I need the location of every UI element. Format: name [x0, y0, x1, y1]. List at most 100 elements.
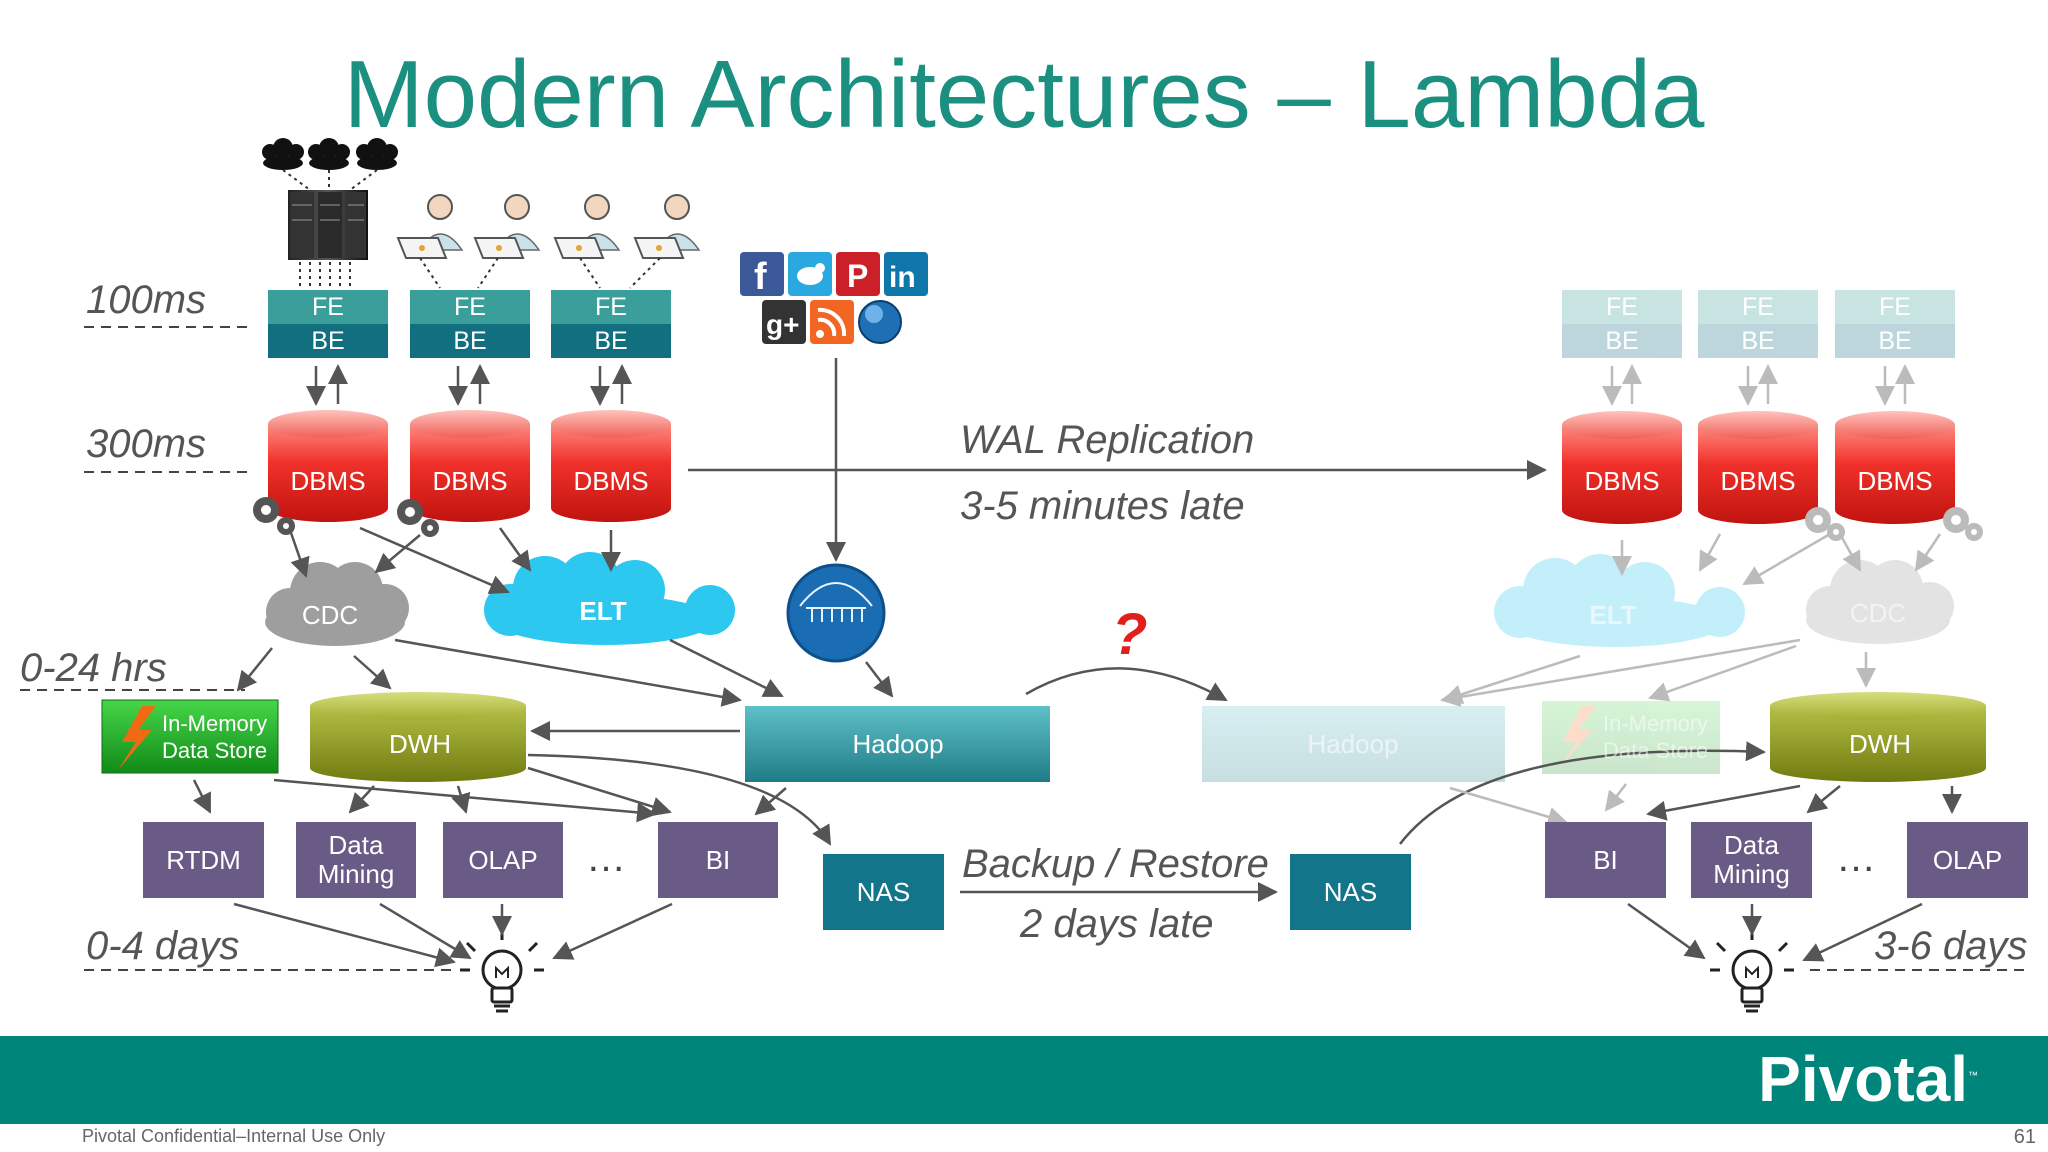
rss-icon: [810, 300, 854, 344]
user-laptop-icon: [396, 194, 464, 259]
data-mining-label: Data: [1724, 830, 1779, 860]
ellipsis: …: [1836, 836, 1882, 880]
svg-text:g+: g+: [766, 309, 799, 340]
fe-box: FE: [551, 290, 671, 324]
hadoop-label-faded: Hadoop: [1307, 729, 1398, 759]
wal-replication-label: WAL Replication: [960, 418, 1255, 462]
olap-label: OLAP: [468, 844, 538, 875]
be-box-faded: BE: [1835, 324, 1955, 358]
gear-icon: [1943, 507, 1983, 541]
in-memory-label: In-Memory: [162, 711, 267, 736]
dbms-label: DBMS: [573, 466, 648, 496]
dbms-label: DBMS: [1720, 466, 1795, 496]
data-mining-box: Data Mining: [296, 822, 416, 898]
backup-delay-label: 2 days late: [1020, 902, 1214, 946]
in-memory-label: Data Store: [162, 738, 267, 763]
facebook-icon: f: [740, 252, 784, 298]
dbms-cylinders-right: [1562, 411, 1955, 524]
dbms-label: DBMS: [290, 466, 365, 496]
ellipsis: …: [586, 836, 632, 880]
hadoop-label: Hadoop: [852, 729, 943, 759]
data-mining-label: Mining: [317, 859, 395, 889]
user-laptop-icon: [473, 194, 541, 259]
bi-box: BI: [1545, 822, 1666, 898]
olap-box: OLAP: [443, 822, 563, 898]
dwh-label: DWH: [1849, 729, 1911, 759]
flow-arrows: [192, 358, 1962, 968]
linkedin-icon: in: [884, 252, 928, 296]
olap-label: OLAP: [1932, 844, 2003, 875]
lightbulb-icon: [1710, 928, 1794, 1013]
dbms-cylinder: [551, 410, 671, 522]
cdc-cloud: [265, 562, 409, 646]
server-icon: [288, 190, 368, 260]
data-mining-label: Mining: [1713, 859, 1790, 889]
brand-logo: Pivotal™: [1758, 1042, 1978, 1116]
in-memory-labels: In-Memory Data Store In-Memory Data Stor…: [162, 711, 1708, 763]
crawler-icon: [786, 563, 886, 663]
cdc-cloud-faded: [1806, 560, 1954, 644]
data-mining-label: Data: [328, 830, 384, 860]
pinterest-icon: P: [836, 252, 880, 296]
dwh-cylinder-right: [1770, 692, 1986, 782]
question-mark: ?: [1112, 602, 1147, 667]
latency-dashes: [20, 326, 2026, 971]
be-box: BE: [551, 324, 671, 358]
footer-confidential: Pivotal Confidential–Internal Use Only: [82, 1126, 386, 1146]
be-box-faded: BE: [1698, 324, 1818, 358]
dbms-label: DBMS: [1584, 466, 1659, 496]
fe-box: FE: [410, 290, 530, 324]
user-laptop-icons: [396, 194, 701, 259]
page-number: 61: [2013, 1126, 2036, 1148]
dbms-cylinder: [1698, 411, 1818, 524]
svg-text:P: P: [847, 258, 868, 294]
fe-box-faded: FE: [1562, 290, 1682, 324]
data-mining-box: Data Mining: [1691, 822, 1812, 898]
brand-name: Pivotal: [1758, 1043, 1968, 1115]
backup-restore-label: Backup / Restore: [962, 842, 1269, 886]
bi-label: BI: [1593, 844, 1618, 875]
user-links: [419, 257, 661, 289]
lightning-icon: [118, 706, 156, 770]
fe-box: FE: [268, 290, 388, 324]
in-memory-store: [101, 699, 279, 774]
dbms-cylinder: [410, 410, 530, 522]
dbms-label: DBMS: [1857, 466, 1932, 496]
fe-box-faded: FE: [1698, 290, 1818, 324]
bi-box: BI: [658, 822, 778, 898]
gear-icon: [1805, 507, 1845, 541]
gear-icon: [397, 499, 439, 537]
be-box-faded: BE: [1562, 324, 1682, 358]
dbms-cylinder: [268, 410, 388, 522]
dwh-cylinder: [310, 692, 526, 782]
brand-trademark: ™: [1968, 1070, 1978, 1082]
latency-label: 100ms: [86, 278, 207, 322]
hadoop-bar-faded: [1202, 706, 1505, 782]
svg-text:f: f: [754, 256, 767, 298]
bi-label: BI: [705, 844, 731, 875]
cdc-label-faded: CDC: [1850, 598, 1906, 628]
fe-box-faded: FE: [1835, 290, 1955, 324]
crowd-icon: [262, 138, 398, 170]
olap-box: OLAP: [1907, 822, 2028, 898]
social-icons: f P in g+: [740, 252, 928, 344]
dbms-cylinder: [1835, 411, 1955, 524]
flow-arrows-faded: [1440, 364, 1942, 827]
nas-box: NAS: [1290, 854, 1411, 930]
dbms-cylinders-left: [268, 410, 671, 522]
latency-label: 0-24 hrs: [20, 646, 167, 690]
crowd-links: [282, 169, 378, 288]
user-laptop-icon: [633, 194, 701, 259]
wal-delay-label: 3-5 minutes late: [960, 484, 1245, 528]
latency-label: 0-4 days: [86, 924, 240, 968]
cdc-label: CDC: [302, 600, 358, 630]
dbms-cylinder: [1562, 411, 1682, 524]
page-title: Modern Architectures – Lambda: [343, 41, 1705, 148]
brand-band: [0, 1036, 2048, 1124]
rtdm-box: RTDM: [143, 822, 264, 898]
in-memory-label-faded: In-Memory: [1603, 711, 1708, 736]
be-box: BE: [410, 324, 530, 358]
latency-label: 3-6 days: [1874, 924, 2028, 968]
hadoop-bar: [745, 706, 1050, 782]
